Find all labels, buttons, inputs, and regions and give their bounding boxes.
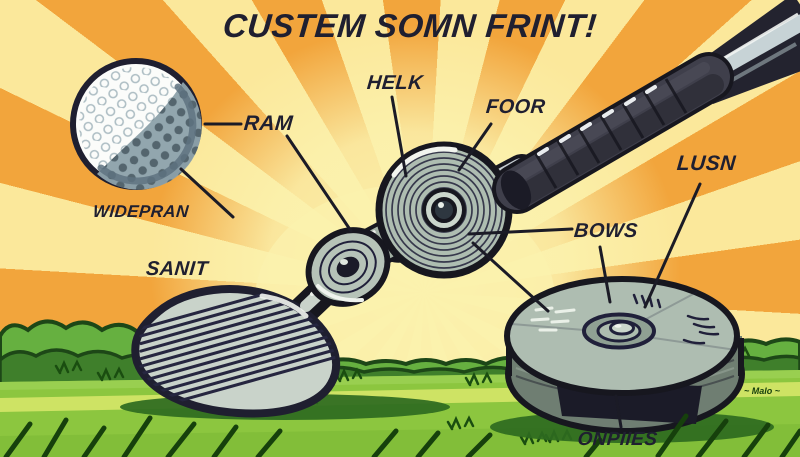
leader-line-foor: [457, 122, 493, 172]
leader-line-ram-spool: [285, 134, 353, 233]
label-ram: RAM: [242, 112, 295, 135]
leader-line-bows-disc: [467, 227, 574, 236]
grass-fringe: [3, 413, 800, 457]
leader-line-lusn: [643, 182, 702, 309]
label-sanit: SANIT: [145, 258, 209, 280]
base-disc: [504, 276, 745, 434]
label-widepran: WIDEPRAN: [92, 202, 190, 221]
leader-line-onpiies: [614, 394, 623, 429]
label-helk: HELK: [366, 72, 425, 94]
grass-doodle: ~ Malo ~: [744, 386, 781, 396]
leader-line-bows-base: [598, 245, 612, 304]
base-disc-texture: [530, 293, 720, 345]
label-onpiies: ONPIIES: [576, 429, 659, 450]
leader-line-ball-diagonal: [179, 167, 235, 219]
grip: [492, 52, 734, 214]
label-lusn: LUSN: [675, 152, 737, 175]
leader-line-helk: [390, 95, 408, 178]
label-foor: FOOR: [485, 96, 547, 118]
base-disc-button: [582, 312, 656, 350]
golf-club: [131, 0, 800, 418]
label-bows: BOWS: [573, 220, 639, 242]
leader-line-disc-base: [471, 241, 550, 313]
page-title: CUSTEM SOMN FRINT!: [221, 7, 599, 44]
club-head: [131, 285, 341, 418]
golf-ball: [70, 58, 202, 190]
disc-joint: [375, 141, 513, 279]
